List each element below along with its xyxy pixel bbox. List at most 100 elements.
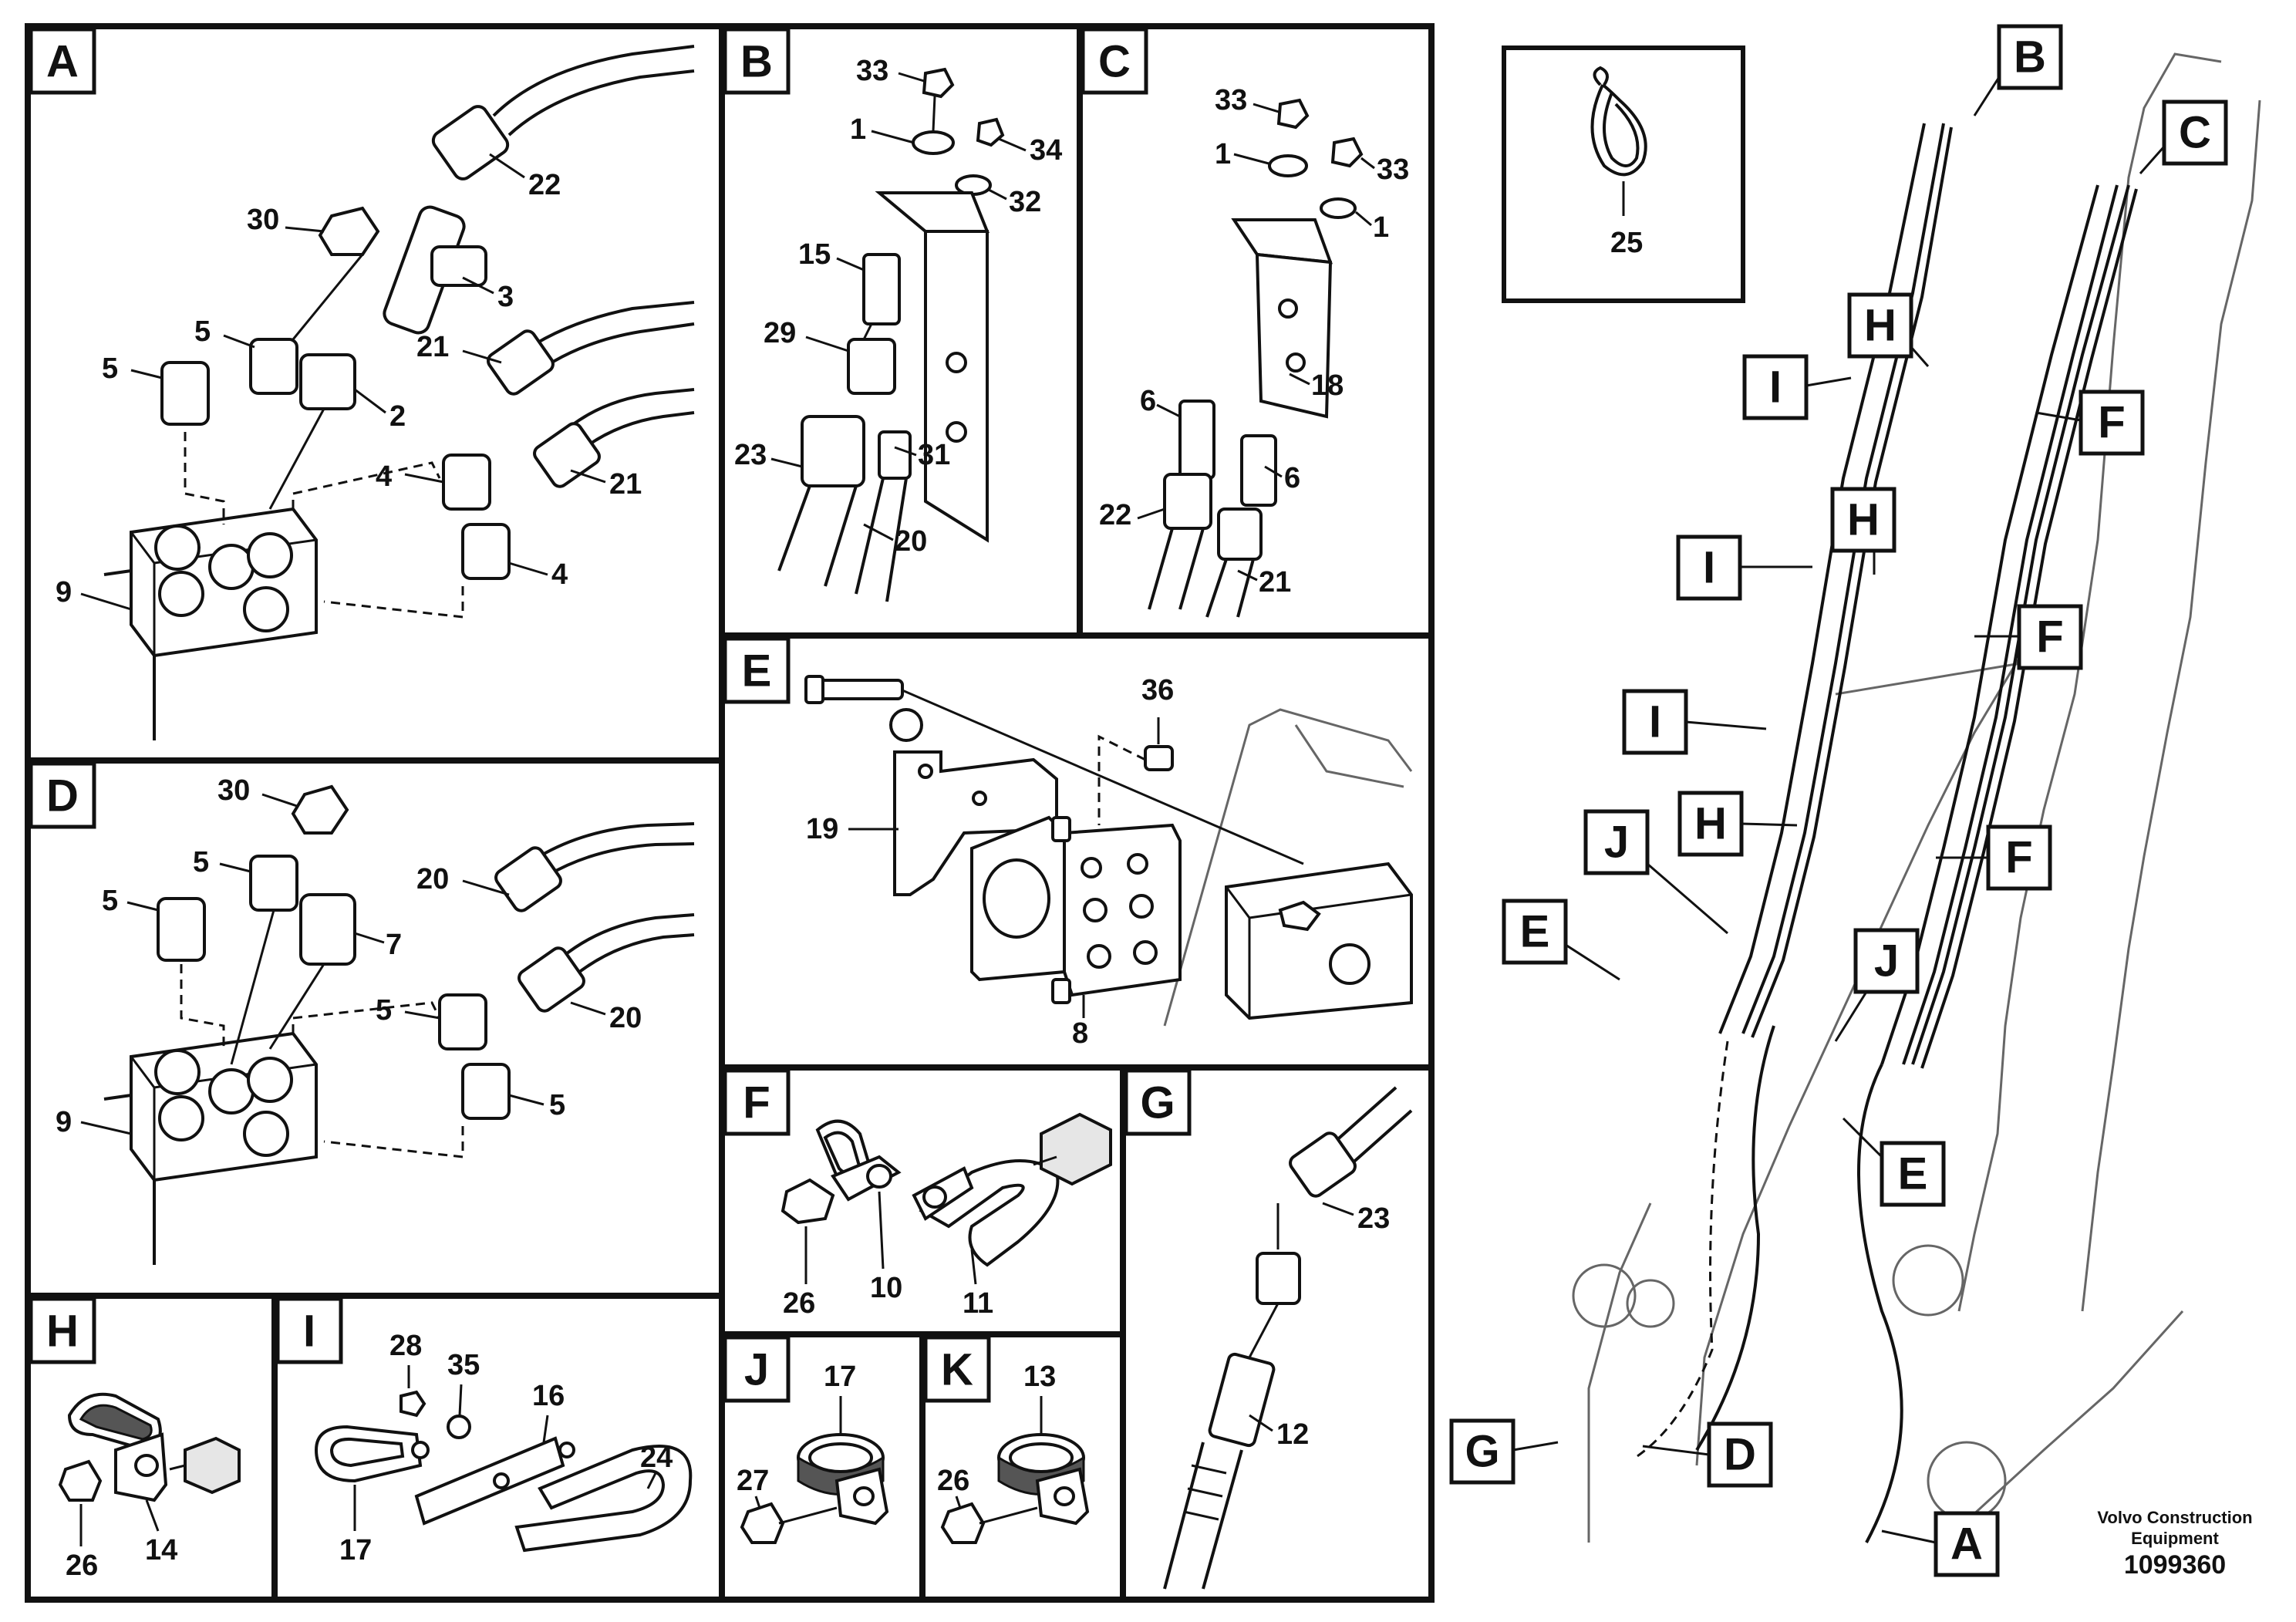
svg-text:B: B — [2014, 32, 2046, 83]
panel-c-tag-box — [1081, 27, 1148, 95]
part-label: 33 — [856, 55, 888, 87]
panel-c: C 33 1 33 1 18 6 6 22 21 — [1077, 23, 1435, 639]
part-label: 5 — [193, 846, 209, 878]
panel-j-tag: J — [744, 1345, 769, 1395]
overview-callout-i3: I — [1622, 689, 1767, 755]
panel-i: I 28 35 16 24 17 — [271, 1293, 725, 1603]
part-label: 17 — [339, 1534, 372, 1566]
part-label: 2 — [389, 400, 406, 433]
part-label: 21 — [416, 331, 449, 363]
panel-b: B 33 1 34 32 15 29 31 23 20 — [719, 23, 1083, 639]
panel-f-tag: F — [743, 1078, 770, 1128]
part-label: 18 — [1311, 369, 1344, 402]
boom-overview: B C H I F H I — [1449, 24, 2261, 1577]
part-label: 35 — [447, 1349, 480, 1381]
panel-f-tag-box — [723, 1068, 791, 1136]
svg-text:C: C — [2179, 108, 2211, 158]
svg-text:F: F — [2098, 398, 2125, 448]
drawing-number: 1099360 — [2124, 1550, 2226, 1580]
panel-b-frame — [719, 23, 1083, 639]
brand-line-2: Equipment — [2131, 1529, 2219, 1548]
panel-g: G 23 12 — [1120, 1064, 1435, 1603]
part-label: 5 — [102, 885, 118, 917]
overview-callout-f1: F — [2035, 389, 2145, 456]
panel-k-tag-box — [923, 1335, 991, 1403]
part-label: 6 — [1140, 385, 1156, 417]
overview-callout-c: C — [2139, 99, 2228, 174]
overview-callout-d: D — [1642, 1421, 1773, 1488]
part-label: 23 — [734, 439, 767, 471]
panel-b-tag: B — [740, 37, 773, 87]
overview-callout-j2: J — [1834, 928, 1920, 1042]
part-label: 21 — [609, 468, 642, 501]
part-label: 26 — [783, 1287, 815, 1320]
svg-text:A: A — [1950, 1519, 1983, 1570]
part-label: 3 — [497, 281, 514, 313]
part-label: 4 — [376, 460, 392, 493]
panel-h-tag: H — [46, 1307, 79, 1357]
svg-text:F: F — [2005, 833, 2032, 883]
overview-callout-f2: F — [1974, 604, 2083, 670]
overview-callout-f3: F — [1936, 824, 2052, 891]
part-label: 12 — [1276, 1418, 1309, 1451]
cable-tie-inset: 25 — [1502, 46, 1745, 303]
part-label: 33 — [1215, 84, 1247, 116]
part-label: 13 — [1023, 1361, 1056, 1393]
overview-callout-g: G — [1449, 1418, 1559, 1485]
part-label: 1 — [1215, 138, 1231, 170]
part-label: 5 — [376, 994, 392, 1027]
part-label: 21 — [1259, 566, 1291, 599]
part-label: 1 — [1373, 211, 1389, 244]
overview-callout-i2: I — [1676, 534, 1812, 601]
panel-e-tag: E — [742, 646, 772, 696]
overview-callout-i1: I — [1742, 354, 1852, 420]
overview-callout-b: B — [1973, 24, 2063, 116]
overview-callout-h3: H — [1677, 791, 1798, 857]
svg-text:D: D — [1724, 1430, 1756, 1480]
part-label: 5 — [102, 352, 118, 385]
part-label: 26 — [937, 1465, 969, 1497]
part-label: 31 — [918, 439, 950, 471]
part-label: 34 — [1030, 134, 1062, 167]
panel-i-tag-box — [275, 1297, 343, 1364]
brand-line-1: Volvo Construction — [2097, 1508, 2252, 1527]
cable-tie-part-number: 25 — [1610, 227, 1643, 259]
part-label: 20 — [609, 1002, 642, 1034]
part-label: 33 — [1377, 153, 1409, 186]
svg-text:J: J — [1604, 818, 1629, 868]
overview-callout-e2: E — [1842, 1117, 1946, 1207]
part-label: 16 — [532, 1380, 565, 1412]
svg-text:H: H — [1847, 495, 1880, 545]
part-label: 32 — [1009, 186, 1041, 218]
panel-i-tag: I — [303, 1307, 315, 1357]
part-label: 30 — [247, 204, 279, 236]
part-label: 15 — [798, 238, 831, 271]
part-label: 20 — [416, 863, 449, 895]
panel-g-tag-box — [1124, 1068, 1192, 1136]
part-label: 22 — [1099, 499, 1131, 531]
part-label: 19 — [806, 813, 838, 845]
panel-g-tag: G — [1140, 1078, 1175, 1128]
svg-text:H: H — [1694, 799, 1727, 849]
svg-text:I: I — [1703, 543, 1715, 593]
part-label: 10 — [870, 1272, 902, 1304]
part-label: 22 — [528, 169, 561, 201]
panel-a-tag: A — [46, 37, 79, 87]
part-label: 36 — [1141, 674, 1174, 706]
svg-text:F: F — [2036, 612, 2063, 663]
svg-text:I: I — [1769, 363, 1782, 413]
part-label: 14 — [145, 1534, 177, 1566]
part-label: 28 — [389, 1330, 422, 1362]
panel-e: E 36 19 8 — [719, 632, 1435, 1071]
panel-a-tag-box — [29, 27, 96, 95]
part-label: 6 — [1284, 462, 1300, 494]
part-label: 11 — [963, 1287, 993, 1320]
panel-h-tag-box — [29, 1297, 96, 1364]
part-label: 9 — [56, 576, 72, 609]
part-label: 23 — [1357, 1202, 1390, 1235]
panel-d-tag: D — [46, 771, 79, 821]
panel-g-frame — [1120, 1064, 1435, 1603]
part-label: 4 — [551, 558, 568, 591]
panel-d-frame — [25, 757, 725, 1299]
panel-k: K 13 26 — [919, 1331, 1126, 1603]
